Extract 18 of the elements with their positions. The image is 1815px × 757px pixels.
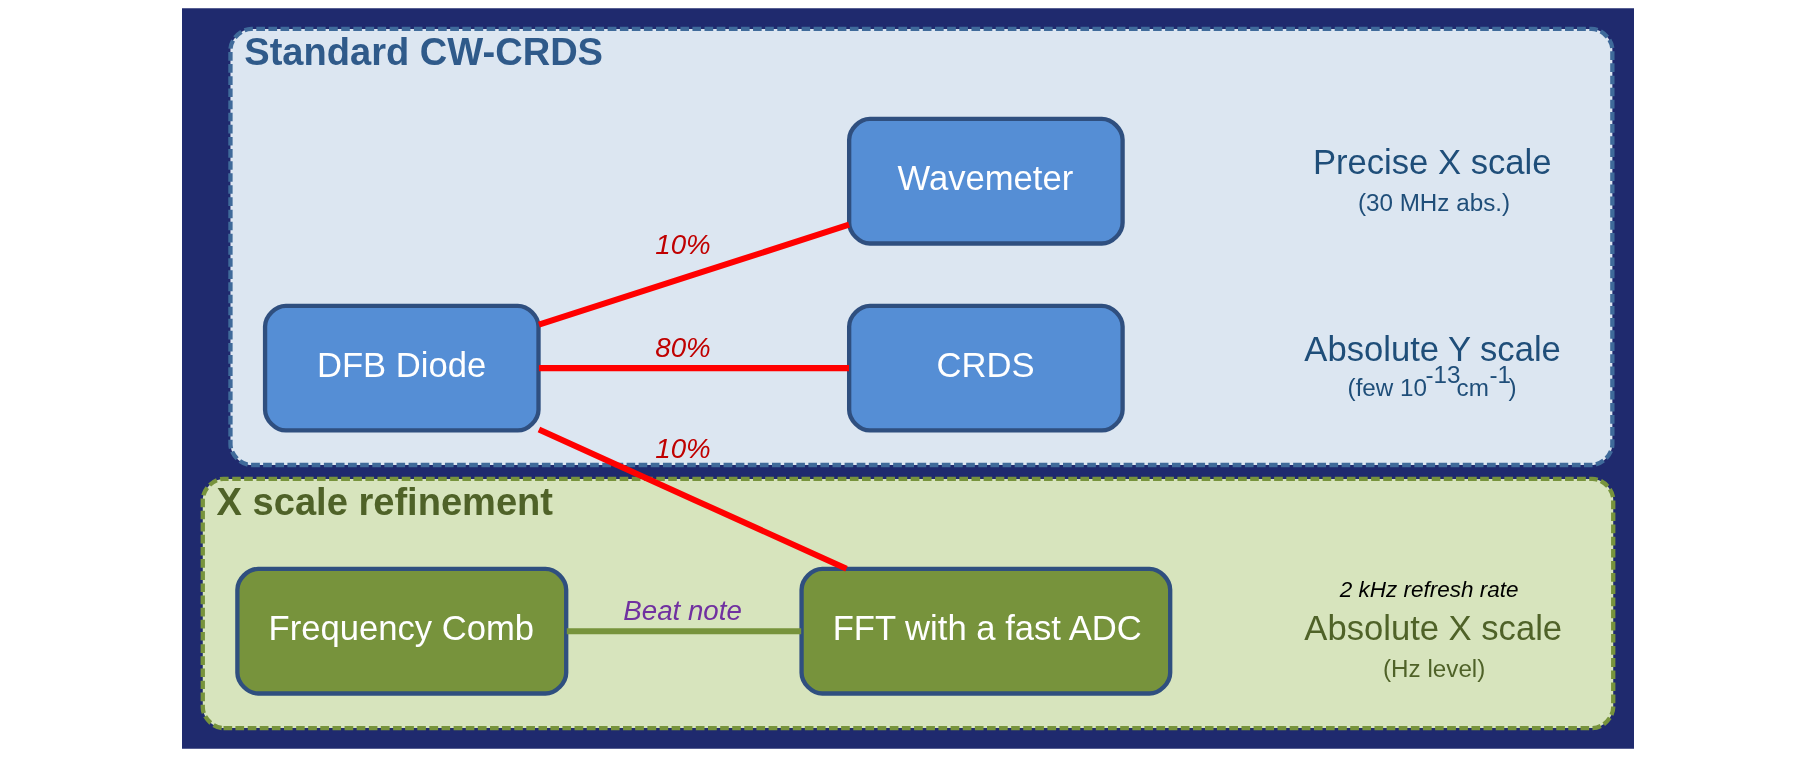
node-label: (30 MHz abs.) <box>1357 188 1510 216</box>
connector <box>537 426 848 572</box>
node-label: Absolute X scale <box>1303 608 1562 647</box>
edge-label: 10% <box>654 432 711 464</box>
node-label: Precise X scale <box>1312 143 1551 182</box>
connector <box>537 221 850 328</box>
node-box: Wavemeter <box>846 116 1125 246</box>
node-box: CRDS <box>846 303 1125 433</box>
node-box: FFT with a fast ADC <box>798 566 1172 696</box>
edge-label: 10% <box>654 228 711 260</box>
edge-label: Beat note <box>622 595 742 627</box>
connector <box>538 365 849 372</box>
node-label: (Hz level) <box>1382 654 1485 682</box>
node-box: DFB Diode <box>262 303 541 433</box>
node-label: 2 kHz refresh rate <box>1339 577 1518 603</box>
connector <box>566 628 801 635</box>
edge-label: 80% <box>654 332 711 364</box>
node-box: Frequency Comb <box>234 566 568 696</box>
